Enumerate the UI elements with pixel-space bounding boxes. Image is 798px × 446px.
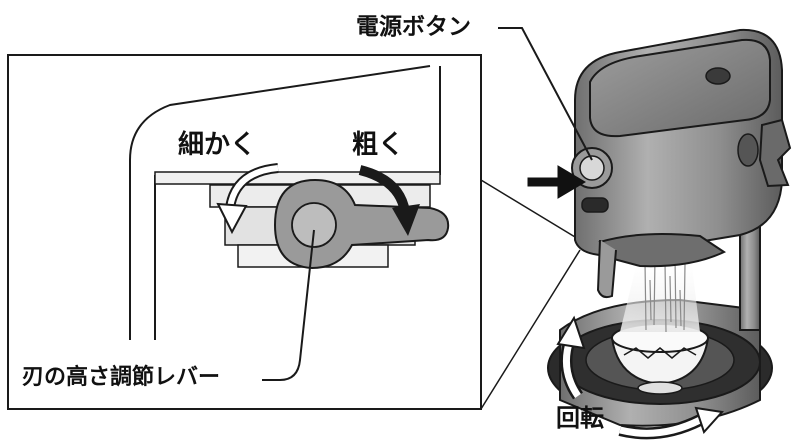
lever-leader-line: [262, 229, 315, 381]
rotate-label: 回転: [556, 404, 604, 432]
blade-lever-label: 刃の高さ調節レバー: [22, 365, 221, 390]
blade-height-lever: [273, 178, 450, 270]
power-leader-line: [498, 27, 593, 161]
fine-direction-arrow: [216, 163, 279, 235]
coarse-direction-arrow: [358, 165, 420, 236]
power-button-graphic: [571, 147, 613, 213]
ice-shaver-machine: [547, 28, 792, 427]
rotate-arrow-icon: [556, 315, 724, 440]
inset-connector-lines: [480, 179, 581, 410]
coarse-label: 粗く: [352, 130, 405, 160]
power-arrow-icon: [527, 165, 586, 199]
zoom-inset: [7, 54, 482, 410]
inset-machine-outline: [129, 65, 431, 340]
fine-label: 細かく: [178, 130, 257, 160]
power-button-label: 電源ボタン: [356, 14, 471, 40]
